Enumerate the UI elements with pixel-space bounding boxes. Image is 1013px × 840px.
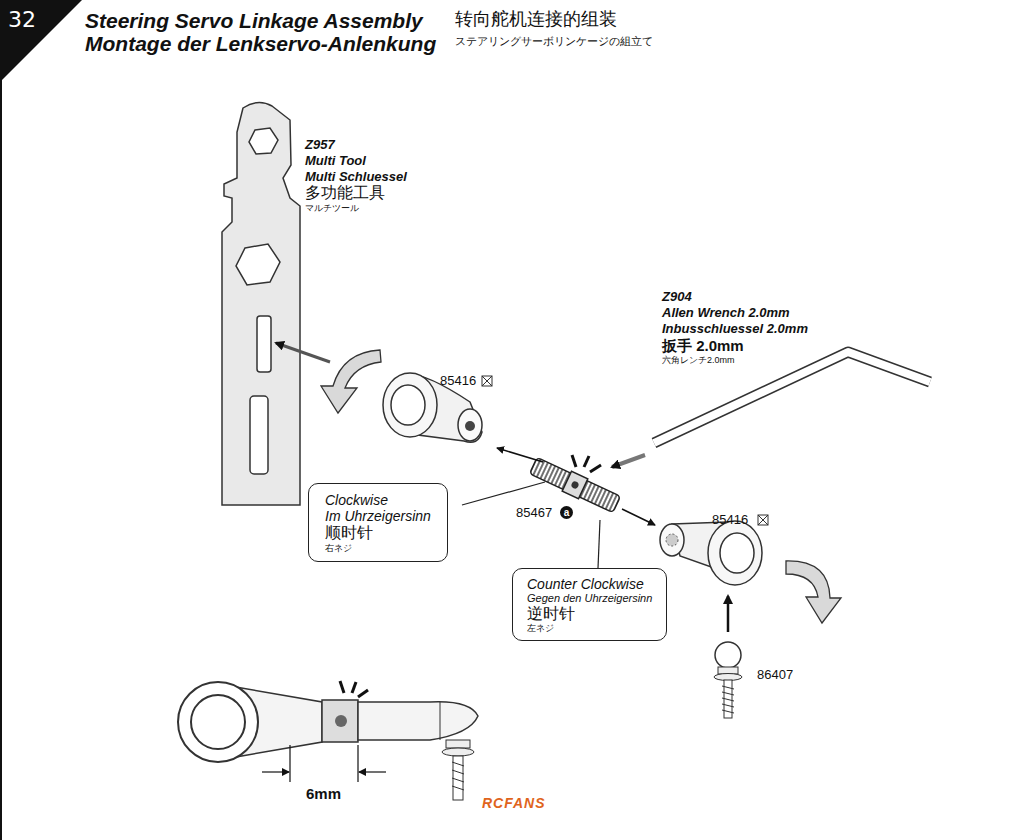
node-text: 右ネジ bbox=[325, 543, 431, 553]
node-text: 逆时针 bbox=[527, 605, 652, 623]
rod-end bbox=[660, 521, 762, 585]
part-number: 85416 bbox=[440, 374, 476, 388]
dimension: 6mm bbox=[306, 786, 341, 803]
tool-name: 扳手 2.0mm bbox=[662, 338, 744, 355]
tool-name: 六角レンチ2.0mm bbox=[662, 356, 735, 366]
node-text: 左ネジ bbox=[527, 623, 652, 633]
callout-box: ClockwiseIm Uhrzeigersinn顺时针右ネジ bbox=[308, 483, 448, 562]
node-text: 顺时针 bbox=[325, 524, 431, 542]
part-number: 85416 bbox=[712, 513, 748, 527]
bag-mark: a bbox=[560, 506, 573, 519]
tool-name: マルチツール bbox=[305, 204, 359, 214]
tool-name: Allen Wrench 2.0mm bbox=[662, 306, 790, 320]
subtitle: ステアリングサーボリンケージの組立て bbox=[455, 35, 653, 47]
node-text: Counter Clockwise bbox=[527, 576, 652, 592]
subtitle: Montage der Lenkservo-Anlenkung bbox=[85, 32, 436, 55]
ball-stud bbox=[714, 642, 742, 718]
tool-name: 多功能工具 bbox=[305, 184, 385, 202]
node-text: Gegen den Uhrzeigersinn bbox=[527, 592, 652, 605]
part-number: 86407 bbox=[757, 668, 793, 682]
tool-name: Inbusschluessel 2.0mm bbox=[662, 322, 808, 336]
callout-box: Counter ClockwiseGegen den Uhrzeigersinn… bbox=[512, 568, 667, 641]
node-text: Im Uhrzeigersinn bbox=[325, 508, 431, 524]
part-number: Z904 bbox=[662, 290, 692, 304]
node-text: Clockwise bbox=[325, 492, 431, 508]
tool-name: Multi Tool bbox=[305, 154, 366, 168]
tool-name: Multi Schluessel bbox=[305, 170, 407, 184]
node-text: 32 bbox=[0, 0, 82, 32]
rod-end bbox=[383, 373, 482, 442]
part-number: Z957 bbox=[305, 138, 335, 152]
step-number: 32 bbox=[0, 0, 82, 82]
page-title: Steering Servo Linkage Assembly bbox=[85, 9, 423, 32]
multi-tool bbox=[222, 102, 300, 505]
part-number: 85467 bbox=[516, 506, 552, 520]
watermark: RCFANS bbox=[482, 796, 546, 811]
subtitle: 转向舵机连接的组装 bbox=[455, 10, 617, 30]
assembled-linkage bbox=[178, 682, 478, 800]
